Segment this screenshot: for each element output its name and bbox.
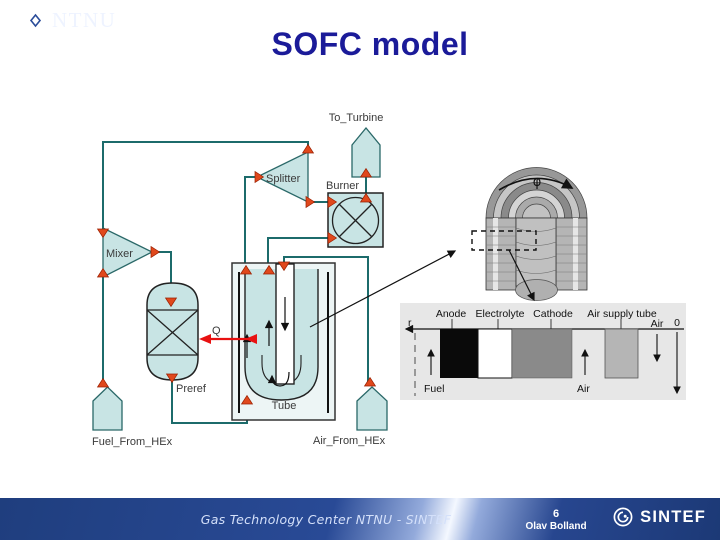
sintef-logo: SINTEF — [612, 506, 706, 528]
anode-label: Anode — [436, 308, 467, 320]
phi-symbol: φ — [533, 175, 542, 190]
fuel-from-hex-label: Fuel_From_HEx — [92, 436, 173, 448]
stream-tube-burner — [267, 237, 332, 269]
splitter-label: Splitter — [266, 173, 301, 185]
connector — [239, 264, 253, 275]
ntnu-emblem-icon — [26, 10, 45, 31]
connector — [240, 394, 254, 405]
air-from-hex-block — [356, 386, 388, 431]
connector — [164, 297, 178, 308]
phi-rotation-arrow — [498, 177, 574, 191]
sofc-3d-figure: φ — [471, 167, 588, 301]
sample-region-dashed-box — [471, 230, 537, 251]
connector — [363, 376, 377, 387]
connector — [254, 170, 265, 184]
fuel-from-hex-block — [92, 386, 123, 431]
fuel-label: Fuel — [424, 383, 444, 395]
air-supply-tube-label: Air supply tube — [587, 308, 657, 320]
origin-label: 0 — [674, 317, 680, 329]
cathode-label: Cathode — [533, 308, 573, 320]
connector — [96, 228, 110, 239]
electrolyte-layer — [477, 328, 513, 379]
splitter-block — [255, 150, 309, 204]
connector — [301, 143, 315, 154]
connector — [96, 377, 110, 388]
cell-cylinder-base — [515, 279, 558, 301]
tube-block — [231, 262, 336, 421]
connector — [150, 245, 161, 259]
to-turbine-label: To_Turbine — [329, 112, 384, 124]
connector — [359, 167, 373, 178]
cross-section-diagram: r 0 Anode Electrolyte Cathode Air supply… — [400, 303, 686, 400]
stream-recycle — [102, 141, 309, 236]
anode-layer — [440, 329, 478, 378]
air-right-label: Air — [651, 318, 664, 330]
slide-title: SOFC model — [271, 26, 469, 62]
sintef-emblem-icon — [613, 507, 633, 527]
connector — [327, 231, 338, 245]
stream-tube-splitter — [244, 176, 257, 269]
ntnu-logo-text: NTNU — [52, 8, 117, 32]
pointer-arrow-tube-to-cell — [309, 250, 457, 328]
air-supply-tube-layer — [604, 328, 639, 379]
page-number: 6 — [552, 508, 560, 520]
connector — [327, 195, 338, 209]
stream-connectors — [96, 143, 377, 405]
page-info: 6 Olav Bolland — [520, 508, 592, 532]
footer-bar — [0, 498, 720, 540]
electrolyte-label: Electrolyte — [475, 308, 524, 320]
mixer-label: Mixer — [106, 248, 133, 260]
air-from-hex-label: Air_From_HEx — [313, 435, 386, 447]
radius-axis-label: r — [408, 317, 412, 329]
connector — [262, 264, 276, 275]
connector — [165, 373, 179, 384]
flowsheet-labels: To_Turbine Splitter Burner Mixer Preref … — [92, 112, 386, 448]
mixer-block — [102, 226, 154, 279]
sintef-logo-text: SINTEF — [640, 507, 706, 526]
connector — [96, 267, 110, 278]
burner-label: Burner — [326, 180, 359, 192]
ntnu-logo: NTNU — [26, 8, 116, 33]
cathode-layer — [511, 328, 573, 379]
stream-airhex-tube — [283, 256, 369, 384]
preref-block — [146, 282, 199, 381]
heat-q-label: Q — [212, 325, 221, 337]
tube-label: Tube — [272, 400, 297, 412]
footer-center-text: Gas Technology Center NTNU - SINTEF — [200, 512, 452, 527]
cell-inner-cylinder — [515, 217, 557, 287]
to-turbine-block — [351, 126, 381, 178]
connector — [277, 261, 291, 272]
air-bottom-label: Air — [577, 383, 590, 395]
flowsheet-blocks — [92, 126, 388, 431]
connector — [359, 192, 373, 203]
burner-block — [327, 192, 384, 248]
preref-label: Preref — [176, 383, 207, 395]
connector — [305, 195, 316, 209]
heat-transfer-arrow — [199, 334, 257, 344]
author-name: Olav Bolland — [525, 521, 587, 532]
flow-turn-arrow — [267, 371, 290, 387]
pointer-arrow-cell-to-section — [508, 249, 535, 302]
